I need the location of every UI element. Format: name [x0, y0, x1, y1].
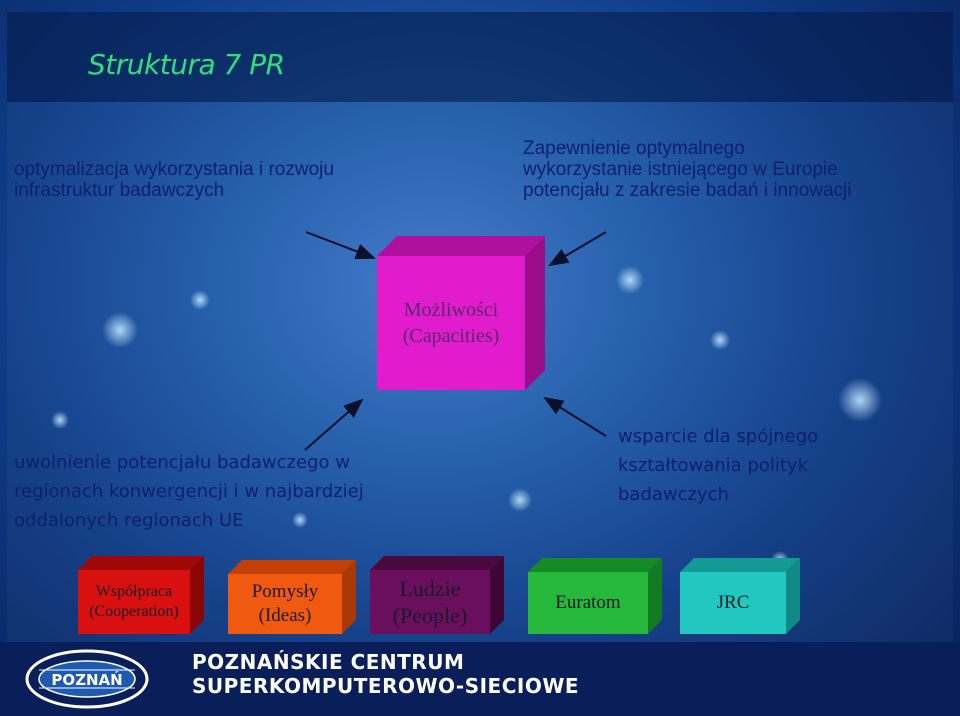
bottom-left-text: uwolnienie potencjału badawczego w regio… [14, 452, 364, 531]
program-box-people: Ludzie (People) [370, 556, 504, 634]
arrow-bottom-left [304, 398, 364, 451]
program-box-ideas: Pomysły (Ideas) [228, 560, 356, 634]
capacities-label-en: (Capacities) [402, 325, 500, 347]
logo-mark-text: POZNAŃ [51, 670, 122, 689]
capacities-label-pl: Możliwości [403, 299, 499, 321]
title-band [7, 12, 953, 102]
org-name-line2: SUPERKOMPUTEROWO-SIECIOWE [192, 674, 580, 698]
capacities-box-3d [377, 236, 545, 390]
program-box-jrc: JRC [680, 558, 800, 634]
program-box-euratom: Euratom [528, 558, 662, 634]
arrow-top-left [305, 231, 376, 260]
org-name-line1: POZNAŃSKIE CENTRUM [192, 650, 465, 674]
program-box-cooperation: Współpraca (Cooperation) [78, 556, 204, 634]
psnc-logo: POZNAŃ [25, 649, 149, 709]
arrow-bottom-right [543, 396, 607, 437]
bottom-right-text: wsparcie dla spójnego kształtowania poli… [618, 426, 819, 505]
capacities-box: Możliwości (Capacities) [377, 236, 545, 390]
slide-title: Struktura 7 PR [88, 48, 285, 81]
top-left-text: optymalizacja wykorzystania i rozwoju in… [14, 159, 334, 201]
top-right-text: Zapewnienie optymalnego wykorzystanie is… [523, 138, 852, 201]
arrow-top-right [548, 231, 607, 267]
footer-logo-band [0, 642, 960, 716]
capacities-box-face: Możliwości (Capacities) [377, 256, 525, 390]
